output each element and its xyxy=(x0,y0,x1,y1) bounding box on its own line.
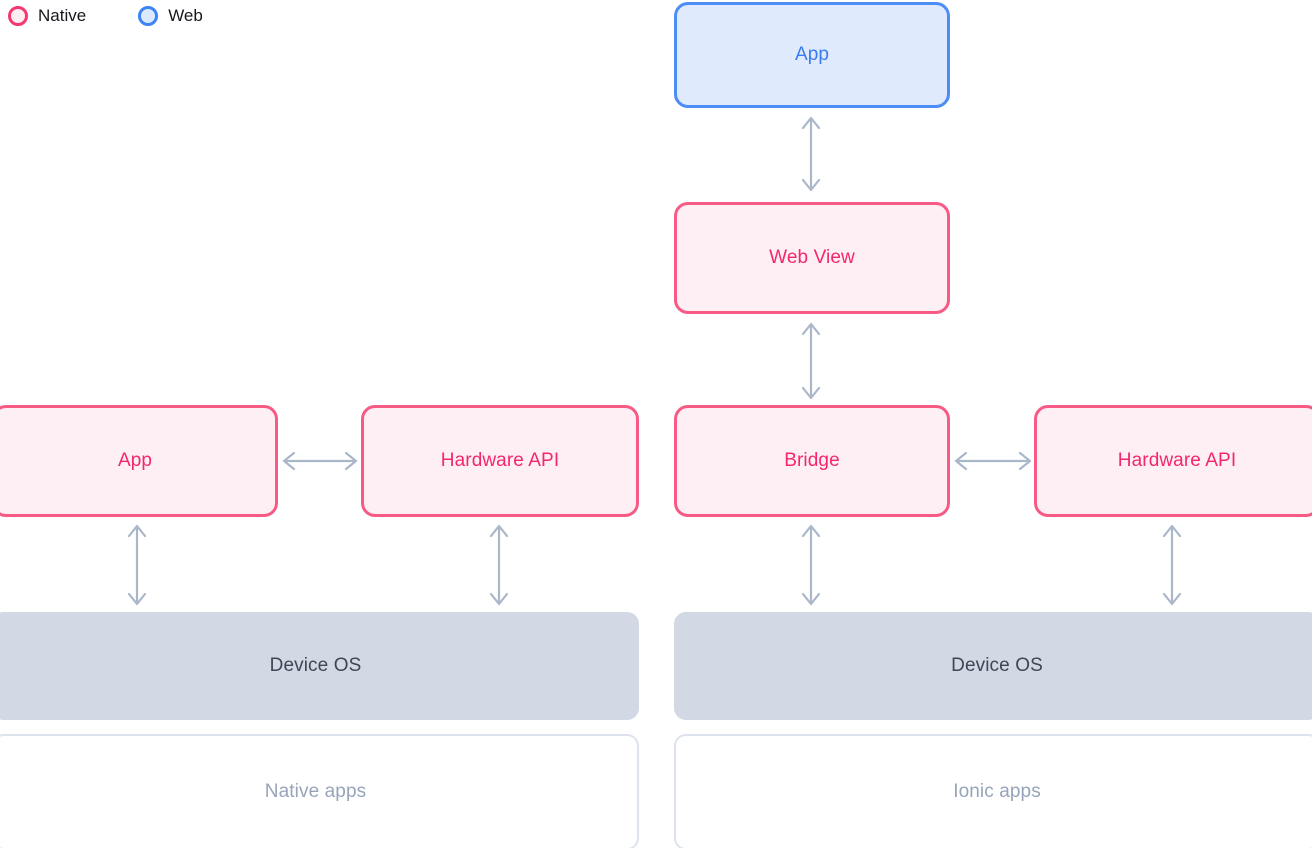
caption-label: Ionic apps xyxy=(953,781,1041,802)
node-native-hardware-api[interactable]: Hardware API xyxy=(361,405,639,517)
node-ionic-hardware-api[interactable]: Hardware API xyxy=(1034,405,1312,517)
legend-label-web: Web xyxy=(168,6,203,25)
node-label: Bridge xyxy=(784,450,840,471)
circle-outline-icon xyxy=(138,6,159,26)
caption-ionic-apps: Ionic apps xyxy=(674,734,1312,848)
node-ionic-bridge[interactable]: Bridge xyxy=(674,405,950,517)
arrow-native-app-to-hardware-api xyxy=(278,445,362,477)
arrow-native-hardware-api-to-device-os xyxy=(483,518,515,612)
caption-label: Native apps xyxy=(264,781,367,802)
legend: Native Web xyxy=(8,2,203,30)
node-label: Device OS xyxy=(951,655,1043,676)
node-ionic-web-view[interactable]: Web View xyxy=(674,202,950,314)
node-label: App xyxy=(794,44,830,65)
arrow-native-app-to-device-os xyxy=(121,518,153,612)
node-label: Web View xyxy=(769,247,855,268)
legend-item-native: Native xyxy=(8,2,86,30)
node-label: Hardware API xyxy=(1117,450,1237,471)
arrow-bridge-to-device-os xyxy=(795,518,827,612)
node-native-app[interactable]: App xyxy=(0,405,278,517)
legend-label-native: Native xyxy=(38,6,87,25)
circle-outline-icon xyxy=(8,6,28,26)
arrow-bridge-to-hardware-api xyxy=(950,445,1036,477)
node-label: Hardware API xyxy=(440,450,560,471)
legend-item-web: Web xyxy=(138,2,203,30)
arrow-ionic-hardware-api-to-device-os xyxy=(1156,518,1188,612)
node-label: Device OS xyxy=(269,655,362,676)
node-native-device-os: Device OS xyxy=(0,612,639,720)
node-ionic-app[interactable]: App xyxy=(674,2,950,108)
node-label: App xyxy=(117,450,153,471)
node-ionic-device-os: Device OS xyxy=(674,612,1312,720)
caption-native-apps: Native apps xyxy=(0,734,639,848)
arrow-app-to-web-view xyxy=(795,110,827,198)
arrow-web-view-to-bridge xyxy=(795,316,827,406)
